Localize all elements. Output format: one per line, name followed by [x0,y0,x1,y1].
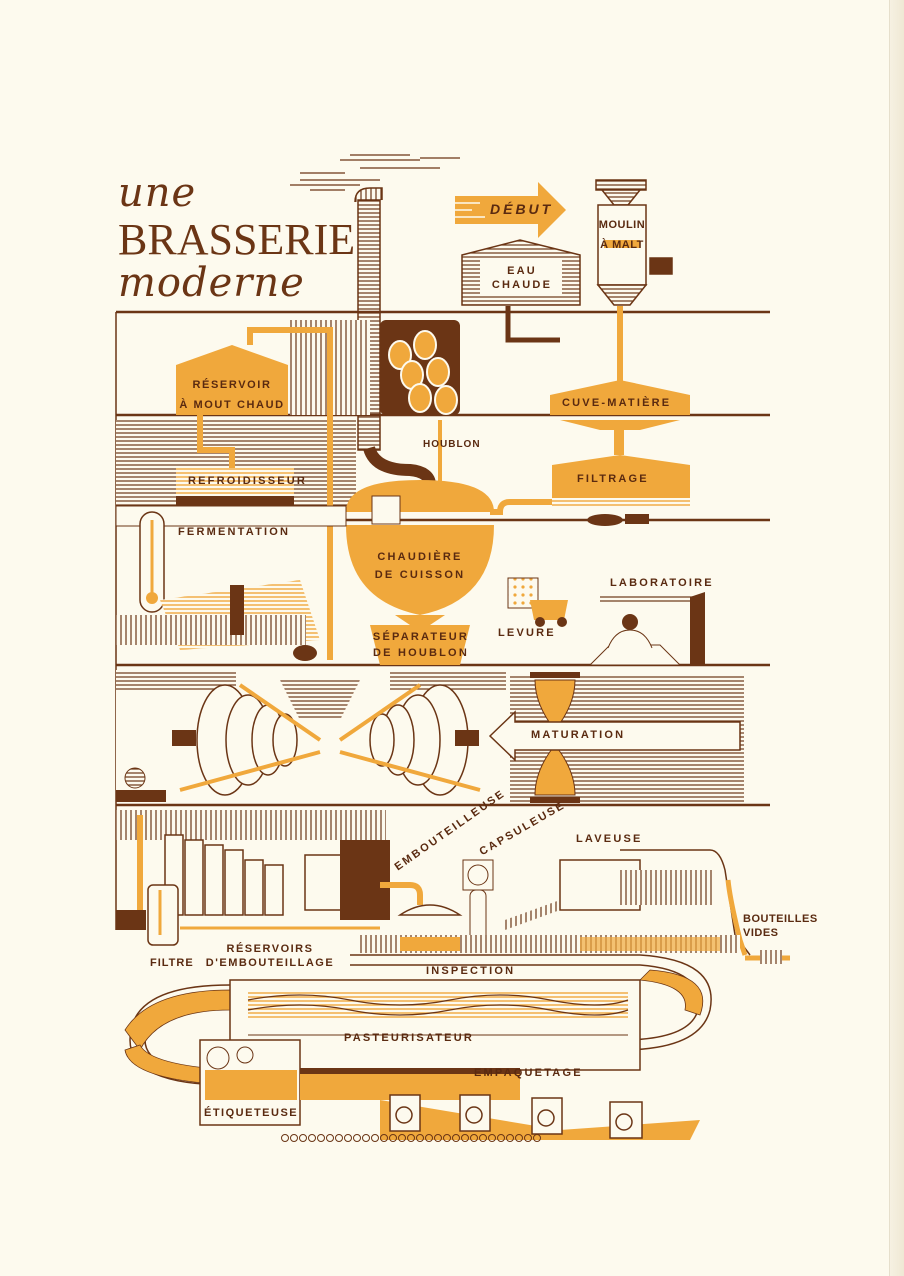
start-arrow [455,182,566,238]
maturation-hourglass [488,672,744,803]
label-line: SÉPARATEUR [372,631,470,643]
maturation-cellar [116,670,506,802]
page-edge [889,0,904,1276]
lauter-tun [490,455,690,526]
malt-mill [595,179,673,306]
label-laveuse: LAVEUSE [576,833,643,845]
mash-tun [550,380,690,455]
label-reservoir-mout: RÉSERVOIR À MOUT CHAUD [176,378,288,412]
label-line: RÉSERVOIRS [226,943,314,955]
label-bouteilles-vides: BOUTEILLES VIDES [743,912,818,940]
bottle-row [360,935,740,953]
start-label: DÉBUT [490,201,554,217]
roller-conveyor [281,1134,541,1142]
wort-reservoir [176,327,333,660]
label-empaquetage: EMPAQUETAGE [474,1067,583,1079]
label-line: DE CUISSON [374,569,466,581]
label-line: À MOUT CHAUD [179,399,285,411]
label-line: DE HOUBLON [373,647,469,659]
label-maturation: MATURATION [531,729,626,741]
label-inspection: INSPECTION [426,965,516,977]
label-separateur: SÉPARATEUR DE HOUBLON [366,630,476,660]
label-line: CHAUDE [491,279,553,291]
label-pasteurisateur: PASTEURISATEUR [344,1032,475,1044]
label-laboratoire: LABORATOIRE [610,577,714,589]
label-line: À MALT [600,239,644,251]
smoke [290,154,460,191]
label-refroidisseur: REFROIDISSEUR [188,475,308,487]
label-line: BOUTEILLES [743,913,818,925]
label-cuve-matiere: CUVE-MATIÈRE [562,397,672,409]
cooler [176,468,294,496]
brew-kettle [346,480,494,625]
title-line-1: une [118,170,197,216]
packing-boxes [380,1094,700,1140]
yeast-cart [507,577,568,627]
label-houblon: HOUBLON [423,439,481,450]
label-moulin: MOULIN À MALT [598,218,646,252]
label-fermentation: FERMENTATION [178,526,291,538]
fermentation-room [115,505,347,661]
title-line-3: moderne [118,260,305,306]
title-line-2: BRASSERIE [118,215,356,264]
hops [388,330,458,415]
bottling-tanks [116,810,390,946]
label-line: VIDES [743,927,779,939]
label-levure: LEVURE [498,627,556,639]
hop-separator [370,625,470,665]
label-line: D'EMBOUTEILLAGE [205,957,335,969]
hot-water-tank [461,239,581,306]
label-reservoirs-embouteillage: RÉSERVOIRS D'EMBOUTEILLAGE [200,942,340,970]
label-line: CHAUDIÈRE [377,551,463,563]
laboratory [588,592,705,666]
label-line: EAU [507,265,537,277]
label-filtrage: FILTRAGE [577,473,649,485]
label-chaudiere: CHAUDIÈRE DE CUISSON [360,550,480,582]
label-etiqueteuse: ÉTIQUETEUSE [204,1107,299,1119]
label-filtre: FILTRE [150,957,194,969]
label-line: RÉSERVOIR [192,379,272,391]
label-line: MOULIN [598,219,646,231]
label-eau-chaude: EAU CHAUDE [484,264,560,292]
